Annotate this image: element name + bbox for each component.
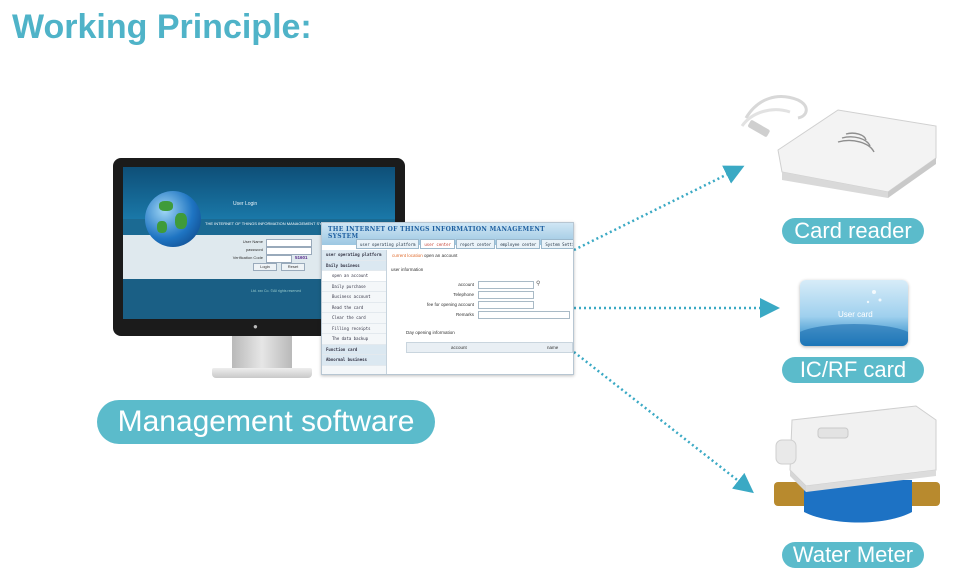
login-system-name: THE INTERNET OF THINGS INFORMATION MANAG… [205,221,333,226]
tab-user-operating-platform[interactable]: user operating platform [356,239,420,249]
label-management-software: Management software [97,400,435,444]
tab-report-center[interactable]: report center [455,239,496,249]
page-title: Working Principle: [12,8,312,46]
label-water-meter: Water Meter [782,542,924,568]
sidebar: user operating platform Daily business o… [322,250,387,374]
login-heading: User Login [233,201,258,207]
code-input[interactable] [266,255,292,263]
main-panel: current location open an account user in… [388,250,573,374]
account-input[interactable] [478,281,534,289]
field-label-fee: fee for opening account [426,302,474,307]
sidebar-item-abnormal-business[interactable]: Abnormal business [322,355,386,366]
remarks-input[interactable] [478,311,570,319]
sidebar-item-daily-purchase[interactable]: Daily purchase [322,282,386,292]
section-user-information: user information [391,267,424,272]
field-label-account: account [458,282,474,287]
sidebar-item-clear-card[interactable]: Clear the card [322,313,386,324]
sidebar-item-open-account[interactable]: open an account [322,271,386,282]
tab-user-center[interactable]: user center [420,239,455,249]
sidebar-item-read-card[interactable]: Read the card [322,303,386,313]
fee-input[interactable] [478,301,534,309]
breadcrumb-page: open an account [424,253,458,258]
sidebar-item-business-account[interactable]: Business account [322,292,386,303]
sidebar-item-data-backup[interactable]: The data backup [322,334,386,345]
breadcrumb: current location open an account [392,253,457,258]
login-label-username: User Name [242,239,263,244]
section-day-opening: Day opening information [406,330,455,335]
form-row-fee: fee for opening account [408,300,568,309]
table-header: account name [406,342,573,353]
apple-logo-icon: ● [253,322,258,331]
form-row-account: account ⚲ [408,280,568,289]
form-row-remarks: Remarks [408,310,570,319]
tab-bar: user operating platform user center repo… [356,239,573,249]
telephone-input[interactable] [478,291,534,299]
username-input[interactable] [266,239,312,247]
field-label-remarks: Remarks [455,312,474,317]
label-card-reader: Card reader [782,218,924,244]
sidebar-item-function-card[interactable]: Function card [322,344,386,355]
login-footer: Ltd. xxx Co. ©All rights reserved [251,289,302,293]
tab-employee-center[interactable]: employee center [496,239,541,249]
breadcrumb-prefix: current location [392,253,423,258]
ic-card-image: User card [800,280,908,346]
field-label-telephone: Telephone [453,292,474,297]
software-window: THE INTERNET OF THINGS INFORMATION MANAG… [321,222,574,375]
globe-icon [145,191,201,247]
verification-code: 51601 [295,255,308,260]
sidebar-item-daily-business[interactable]: Daily business [322,260,386,271]
sidebar-item-user-operating-platform[interactable]: user operating platform [322,250,386,261]
login-label-password: password [245,247,263,252]
tab-system-settings[interactable]: System Settings [541,239,573,249]
form-row-telephone: Telephone [408,290,568,299]
column-account: account [451,345,467,350]
monitor-stand [232,336,292,370]
login-label-code: Verification Code [232,255,263,260]
water-meter-device [774,405,940,523]
arrow-to-card-reader [573,165,745,252]
search-icon[interactable]: ⚲ [536,281,541,287]
reset-button[interactable]: Reset [281,263,305,271]
login-button[interactable]: Login [253,263,277,271]
sidebar-item-filling-receipts[interactable]: Filling receipts [322,324,386,334]
window-title: THE INTERNET OF THINGS INFORMATION MANAG… [328,226,545,240]
card-text: User card [838,310,873,319]
label-ic-card: IC/RF card [782,357,924,383]
column-name: name [547,345,559,350]
monitor-foot [212,368,312,378]
password-input[interactable] [266,247,312,255]
card-reader-device [740,95,937,198]
arrow-to-water-meter [573,351,754,494]
